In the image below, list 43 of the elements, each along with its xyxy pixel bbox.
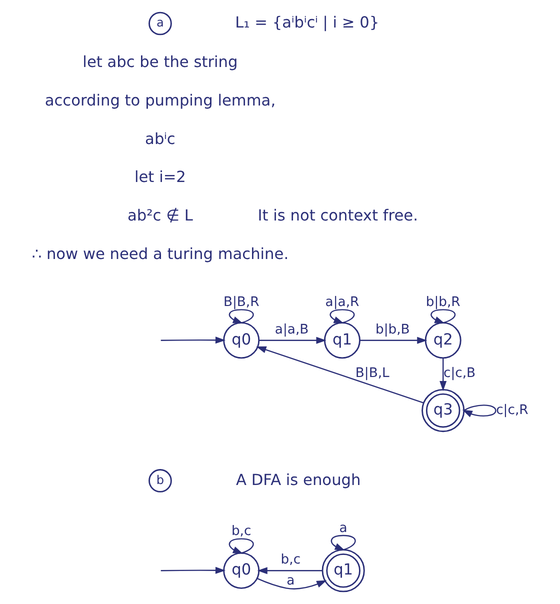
edge-label: a|a,B bbox=[274, 322, 309, 338]
node-circle: q0 bbox=[223, 322, 260, 359]
label: A DFA is enough bbox=[236, 470, 361, 489]
arrow bbox=[440, 358, 447, 392]
node-circle: q0 bbox=[223, 552, 260, 589]
arrow bbox=[228, 309, 254, 324]
label: let abc be the string bbox=[82, 53, 238, 72]
edge-label: b,c bbox=[280, 552, 301, 568]
label: according to pumping lemma, bbox=[44, 91, 276, 110]
arrow bbox=[430, 309, 456, 324]
node-circle: q1 bbox=[324, 322, 360, 359]
arrow bbox=[160, 336, 226, 344]
node-circle: q2 bbox=[424, 322, 462, 359]
edge-label: c|c,R bbox=[496, 402, 528, 418]
arrow bbox=[257, 567, 322, 574]
label: It is not context free. bbox=[258, 206, 418, 225]
arrow bbox=[462, 404, 496, 418]
arrow bbox=[330, 534, 356, 550]
edge-label: c|c,B bbox=[444, 366, 476, 382]
edge-label: b|b,B bbox=[376, 322, 410, 338]
arrow bbox=[160, 566, 226, 574]
label: abⁱc bbox=[145, 130, 176, 148]
edge-label: a|a,R bbox=[325, 294, 360, 310]
label: ab²c ∉ L bbox=[128, 206, 193, 225]
node-circle: q1 bbox=[322, 549, 365, 592]
edge-label: B|B,R bbox=[223, 294, 260, 310]
edge-label: a bbox=[286, 573, 295, 588]
node-circle: q3 bbox=[422, 389, 465, 432]
arrow bbox=[330, 309, 355, 324]
node-circle: a bbox=[148, 12, 172, 36]
label: L₁ = {aⁱbⁱcⁱ | i ≥ 0} bbox=[235, 14, 380, 32]
edge-label: B|B,L bbox=[355, 366, 390, 382]
arrow bbox=[256, 346, 424, 404]
label: let i=2 bbox=[134, 168, 186, 186]
edge-label: b|b,R bbox=[426, 294, 460, 310]
node-circle: b bbox=[148, 469, 172, 492]
arrow bbox=[360, 336, 428, 344]
edge-label: a bbox=[339, 520, 348, 536]
arrow bbox=[258, 336, 326, 344]
edge-label: b,c bbox=[231, 524, 252, 540]
arrow bbox=[256, 578, 327, 590]
label: ∴ now we need a turing machine. bbox=[32, 244, 289, 263]
arrow bbox=[228, 538, 254, 554]
